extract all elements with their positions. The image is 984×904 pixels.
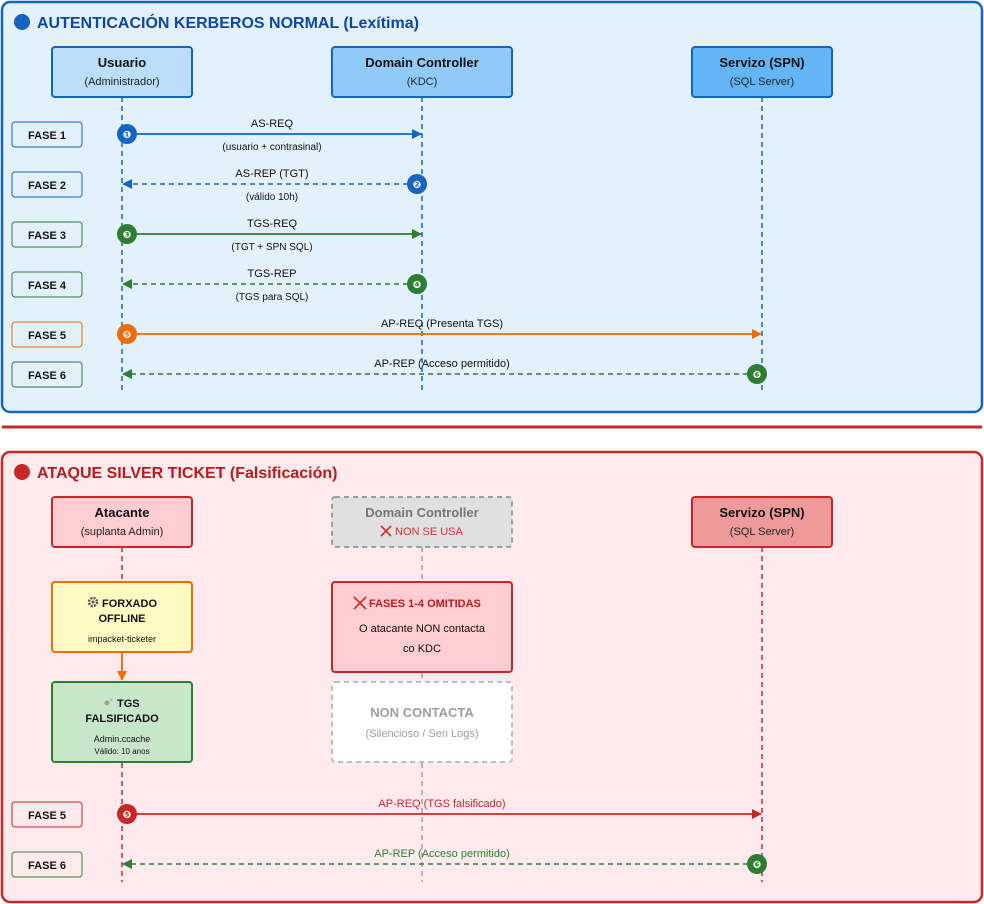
- svg-text:Válido: 10 anos: Válido: 10 anos: [94, 747, 149, 756]
- message-as-rep: ❷ AS-REP (TGT) (válido 10h): [122, 168, 427, 203]
- phase-label: FASE 4: [11, 271, 83, 298]
- actor-atacante: Atacante (suplanta Admin): [51, 496, 193, 548]
- message-ap-rep: ❻ AP-REP (Acceso permitido): [122, 848, 767, 874]
- message-label: AP-REP (Acceso permitido): [374, 358, 510, 370]
- svg-text:(Silencioso / Sen Logs): (Silencioso / Sen Logs): [365, 728, 478, 740]
- gear-icon: [87, 596, 99, 608]
- phase-label: FASE 2: [11, 171, 83, 198]
- ticket-icon: [104, 698, 113, 706]
- message-ap-req-forged: ❺ AP-REQ (TGS falsificado): [117, 798, 762, 824]
- step-badge: [117, 224, 137, 244]
- message-label: AP-REQ (Presenta TGS): [381, 318, 503, 330]
- message-label: AS-REQ: [251, 118, 294, 130]
- message-sublabel: (usuario + contrasinal): [222, 142, 321, 153]
- message-label: TGS-REP: [248, 268, 297, 280]
- svg-text:impacket-ticketer: impacket-ticketer: [88, 634, 156, 644]
- step-badge: [747, 364, 767, 384]
- actor-dc-sub: NON SE USA: [395, 526, 464, 538]
- phase-label: FASE 1: [11, 121, 83, 148]
- actor-service-name: Servizo (SPN): [719, 505, 804, 520]
- svg-text:❺: ❺: [123, 810, 132, 821]
- phases-omitted-box: FASES 1-4 OMITIDAS O atacante NON contac…: [331, 581, 513, 673]
- svg-text:❷: ❷: [413, 180, 422, 191]
- svg-text:NON CONTACTA: NON CONTACTA: [370, 705, 474, 720]
- cross-icon: [380, 525, 392, 537]
- svg-text:❹: ❹: [413, 280, 421, 291]
- step-badge: [117, 124, 137, 144]
- message-as-req: ❶ AS-REQ (usuario + contrasinal): [117, 118, 422, 153]
- svg-text:FORXADO: FORXADO: [102, 598, 157, 610]
- normal-auth-panel: AUTENTICACIÓN KERBEROS NORMAL (Lexítima)…: [0, 0, 984, 414]
- actor-dc-name: Domain Controller: [365, 505, 478, 520]
- svg-text:FASE 2: FASE 2: [28, 180, 66, 192]
- actor-atacante-name: Atacante: [95, 505, 150, 520]
- svg-text:FASE 5: FASE 5: [28, 330, 66, 342]
- phase-label: FASE 6: [11, 361, 83, 388]
- actor-service-sub: (SQL Server): [730, 526, 794, 538]
- silver-ticket-bullet-icon: [14, 464, 30, 480]
- actor-domain-controller-unused: Domain Controller NON SE USA: [331, 496, 513, 548]
- forge-offline-box: FORXADO OFFLINE impacket-ticketer: [51, 581, 193, 653]
- silver-ticket-title: ATAQUE SILVER TICKET (Falsificación): [37, 465, 337, 482]
- actor-service: Servizo (SPN) (SQL Server): [691, 496, 833, 548]
- svg-text:FALSIFICADO: FALSIFICADO: [85, 713, 159, 725]
- message-sublabel: (válido 10h): [246, 192, 298, 203]
- svg-text:FASE 6: FASE 6: [28, 860, 66, 872]
- svg-text:❻: ❻: [753, 860, 761, 871]
- svg-text:❻: ❻: [753, 370, 761, 381]
- svg-text:❸: ❸: [123, 230, 132, 241]
- cross-icon: [353, 596, 367, 610]
- normal-auth-panel-frame: [0, 0, 984, 414]
- svg-text:❺: ❺: [123, 330, 132, 341]
- svg-text:co KDC: co KDC: [403, 643, 441, 655]
- no-contact-box: NON CONTACTA (Silencioso / Sen Logs): [331, 681, 513, 763]
- actor-usuario-name: Usuario: [98, 55, 146, 70]
- phase-label: FASE 6: [11, 851, 83, 878]
- actor-dc-sub: (KDC): [407, 76, 438, 88]
- message-tgs-req: ❸ TGS-REQ (TGT + SPN SQL): [117, 218, 422, 253]
- message-label: AP-REP (Acceso permitido): [374, 848, 510, 860]
- message-ap-req: ❺ AP-REQ (Presenta TGS): [117, 318, 762, 344]
- message-ap-rep: ❻ AP-REP (Acceso permitido): [122, 358, 767, 384]
- svg-text:❶: ❶: [123, 130, 132, 141]
- normal-auth-bullet-icon: [14, 14, 30, 30]
- message-tgs-rep: ❹ TGS-REP (TGS para SQL): [122, 268, 427, 303]
- phase-label: FASE 3: [11, 221, 83, 248]
- svg-text:O atacante NON contacta: O atacante NON contacta: [359, 623, 486, 635]
- phase-label: FASE 5: [11, 321, 83, 348]
- step-badge: [117, 324, 137, 344]
- actor-service-name: Servizo (SPN): [719, 55, 804, 70]
- svg-text:OFFLINE: OFFLINE: [98, 613, 145, 625]
- svg-text:FASE 4: FASE 4: [28, 280, 67, 292]
- step-badge: [407, 274, 427, 294]
- silver-ticket-panel-frame: [0, 450, 984, 904]
- svg-text:Admin.ccache: Admin.ccache: [94, 734, 151, 744]
- actor-service-sub: (SQL Server): [730, 76, 794, 88]
- step-badge: [407, 174, 427, 194]
- actor-dc-name: Domain Controller: [365, 55, 478, 70]
- actor-atacante-sub: (suplanta Admin): [81, 526, 164, 538]
- actor-domain-controller: Domain Controller (KDC): [331, 46, 513, 98]
- svg-text:FASE 3: FASE 3: [28, 230, 66, 242]
- step-badge: [747, 854, 767, 874]
- svg-text:FASE 5: FASE 5: [28, 810, 66, 822]
- message-label: AP-REQ (TGS falsificado): [378, 798, 505, 810]
- step-badge: [117, 804, 137, 824]
- svg-text:TGS: TGS: [117, 698, 140, 710]
- silver-ticket-panel: ATAQUE SILVER TICKET (Falsificación) Ata…: [0, 450, 984, 904]
- normal-auth-title: AUTENTICACIÓN KERBEROS NORMAL (Lexítima): [37, 13, 419, 32]
- actor-service: Servizo (SPN) (SQL Server): [691, 46, 833, 98]
- actor-usuario-sub: (Administrador): [84, 76, 159, 88]
- phase-label: FASE 5: [11, 801, 83, 828]
- svg-text:FASES 1-4 OMITIDAS: FASES 1-4 OMITIDAS: [369, 598, 481, 610]
- message-label: TGS-REQ: [247, 218, 298, 230]
- forged-tgs-box: TGS FALSIFICADO Admin.ccache Válido: 10 …: [51, 681, 193, 763]
- message-sublabel: (TGT + SPN SQL): [231, 242, 312, 253]
- actor-usuario: Usuario (Administrador): [51, 46, 193, 98]
- message-label: AS-REP (TGT): [235, 168, 308, 180]
- svg-text:FASE 1: FASE 1: [28, 130, 66, 142]
- svg-text:FASE 6: FASE 6: [28, 370, 66, 382]
- message-sublabel: (TGS para SQL): [236, 292, 309, 303]
